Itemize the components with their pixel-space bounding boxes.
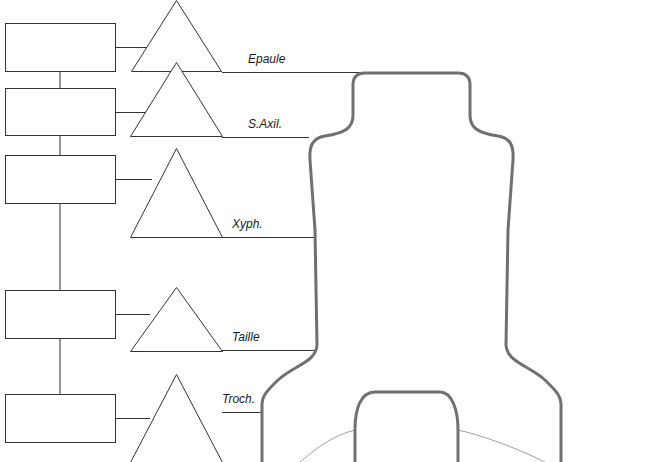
box-link bbox=[60, 71, 61, 88]
box-link bbox=[60, 135, 61, 155]
leader-line bbox=[222, 350, 316, 351]
empty-box bbox=[6, 89, 116, 136]
leader-line bbox=[222, 412, 262, 413]
empty-box bbox=[6, 156, 116, 204]
leader-line bbox=[222, 237, 314, 238]
level-label: Xyph. bbox=[231, 217, 264, 231]
empty-box bbox=[6, 24, 116, 72]
empty-triangle bbox=[132, 1, 222, 72]
empty-box bbox=[6, 395, 116, 443]
box-link bbox=[115, 314, 150, 315]
level-label: Epaule bbox=[247, 52, 286, 66]
leader-line bbox=[222, 137, 309, 138]
empty-triangle bbox=[131, 288, 223, 352]
empty-triangle bbox=[131, 63, 223, 137]
level-label: Taille bbox=[231, 330, 261, 344]
level-label: S.Axil. bbox=[247, 117, 283, 131]
level-label: Troch. bbox=[221, 392, 256, 406]
leg-contour bbox=[300, 430, 545, 462]
box-link bbox=[115, 418, 150, 419]
box-link bbox=[115, 179, 152, 180]
box-link bbox=[60, 203, 61, 290]
empty-triangle bbox=[131, 375, 223, 462]
box-link bbox=[60, 338, 61, 394]
empty-triangle bbox=[131, 149, 223, 238]
body-outline bbox=[262, 73, 561, 462]
leg-outline bbox=[355, 392, 458, 462]
measure-boxes bbox=[6, 1, 223, 462]
empty-box bbox=[6, 291, 116, 339]
